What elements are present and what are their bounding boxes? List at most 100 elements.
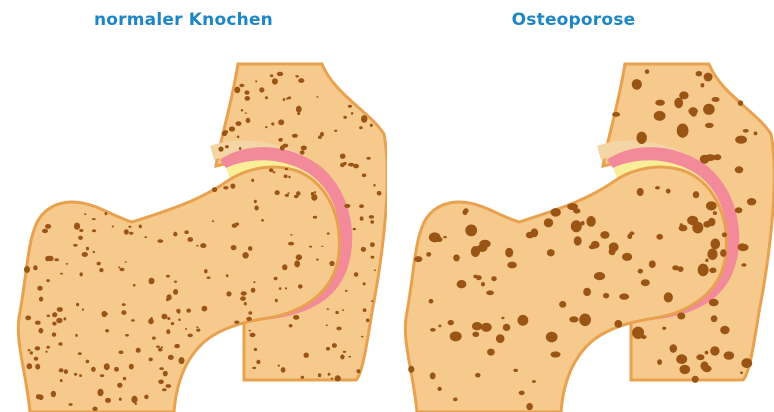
bone-pore [51,391,56,397]
bone-pore [314,191,316,193]
bone-pore [657,359,662,365]
bone-pore [202,306,208,312]
bone-pore [196,326,198,328]
bone-pore [357,369,361,373]
bone-pore [645,69,649,74]
bone-pore [343,116,347,119]
bone-pore [119,351,124,355]
bone-pore [261,219,264,222]
bone-pore [696,354,704,360]
bone-pore [738,100,743,106]
bone-pore [583,288,591,296]
bone-pore [52,312,57,317]
bone-pore [361,115,367,123]
bone-pore [547,249,555,256]
bone-pore [28,349,31,351]
bone-pore [139,225,142,229]
bone-pore [259,87,264,92]
bone-pore [226,274,229,277]
bone-pore [105,329,109,332]
bone-pore [92,218,95,220]
bone-pore [327,308,329,310]
bone-pore [279,287,282,290]
bone-pore [86,247,89,251]
bone-pore [56,318,62,323]
bone-pore [296,254,302,260]
bone-pore [174,281,177,283]
bone-pore [188,237,194,242]
bone-pore [239,147,242,150]
bone-pore [36,394,41,399]
bone-pore [35,321,41,325]
bone-pore [283,98,286,101]
bone-pore [272,78,278,84]
bone-pore [231,245,237,250]
bone-pore [371,300,374,302]
bone-pore [30,351,33,354]
bone-pore [709,268,716,274]
bone-pore [298,284,303,288]
bone-pore [204,269,208,273]
bone-pore [223,130,228,134]
bone-pore [632,79,642,90]
bone-pore [167,317,170,320]
bone-pore [265,126,267,128]
bone-pore [316,258,318,260]
bone-pore [351,112,353,115]
bone-pore [99,268,103,272]
bone-pore [579,314,591,327]
bone-pore [600,231,609,239]
bone-pore [301,376,305,379]
bone-pore [236,121,242,126]
bone-pore [241,109,244,111]
bone-pore [353,228,356,230]
bone-pore [738,243,747,250]
bone-pore [173,289,178,295]
bone-pore [34,357,39,361]
bone-pore [609,242,619,251]
bone-pore [212,220,214,222]
bone-pore [472,332,479,337]
bone-pore [240,296,246,301]
bone-pore [244,302,247,305]
bone-pore [655,186,660,189]
bone-pore [724,351,735,359]
bone-pore [119,398,122,401]
bone-pore [571,220,582,232]
bone-pore [481,323,492,332]
bone-pore [120,268,125,271]
bone-pore [348,163,354,167]
bone-pore [196,329,200,332]
bone-pore [354,272,358,277]
bone-pore [42,229,48,233]
bone-pore [73,244,77,247]
bone-pore [735,207,743,213]
bone-pore [437,387,441,391]
bone-pore [129,232,133,235]
bone-pore [150,317,152,320]
bone-pore [66,263,68,265]
bone-pore [252,367,256,369]
bone-pore [377,191,382,196]
bone-pore [105,398,111,403]
bone-pore [149,358,153,362]
bone-pore [692,376,699,383]
bone-pore [149,278,155,285]
bone-pore [37,286,42,291]
bone-pore [168,355,174,360]
bone-pore [475,373,480,378]
bone-pore [144,236,147,238]
bone-pore [254,200,257,203]
bone-pore [200,243,206,248]
bone-pore [52,332,56,336]
bone-pore [118,267,120,269]
bone-pore [747,198,756,205]
bone-pore [246,317,252,321]
bone-pore [144,395,148,400]
bone-pore [234,87,240,94]
bone-pore [363,308,367,312]
bone-pore [239,84,244,87]
bone-pore [720,249,726,257]
bone-pore [361,247,366,252]
bone-pore [250,333,256,337]
